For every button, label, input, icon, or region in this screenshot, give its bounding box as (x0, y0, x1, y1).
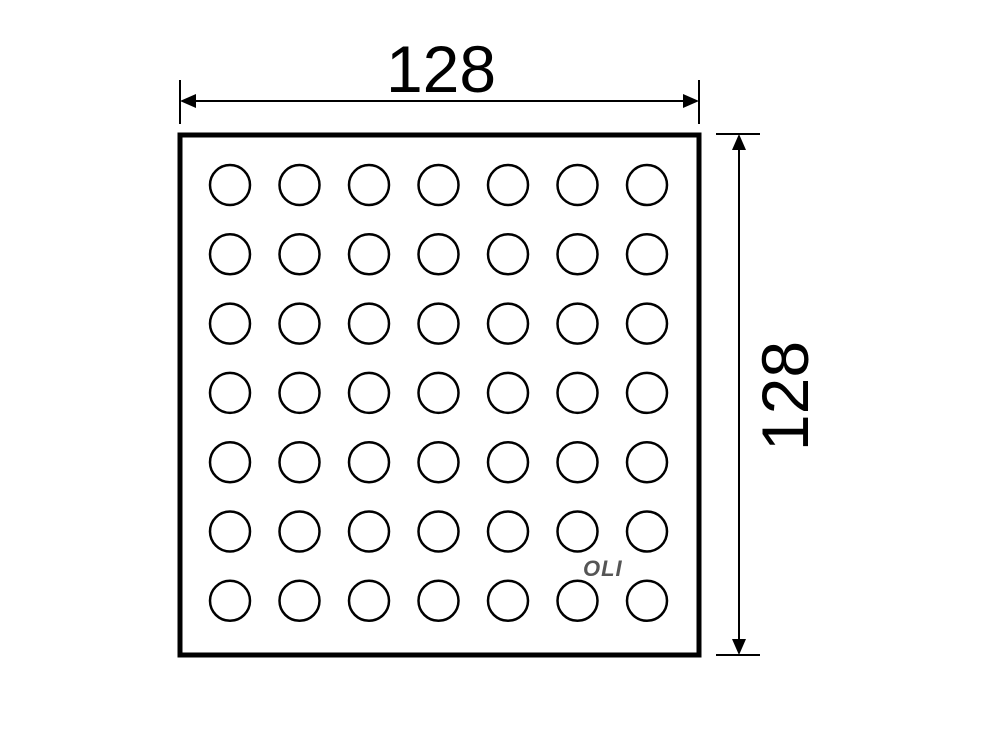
hole-circle (347, 233, 391, 276)
hole-circle (556, 579, 599, 623)
hole-circle (208, 163, 252, 207)
hole-circle (486, 371, 530, 415)
hole-circle (278, 579, 321, 623)
hole-circle (625, 233, 669, 276)
hole-circle (417, 510, 460, 553)
arrow-up-icon (732, 134, 746, 150)
width-dimension: 128 (179, 32, 700, 124)
hole-circle (347, 440, 391, 484)
hole-circle (625, 440, 669, 484)
hole-circle (417, 233, 460, 276)
plate-outline (177, 132, 702, 658)
hole-circle (417, 302, 460, 345)
hole-circle (486, 302, 530, 345)
arrow-left-icon (180, 94, 196, 108)
hole-circle (556, 163, 599, 207)
hole-circle (417, 579, 460, 623)
hole-circle (556, 371, 599, 415)
arrow-right-icon (683, 94, 699, 108)
hole-circle (208, 510, 252, 553)
arrow-down-icon (732, 639, 746, 655)
hole-circle (625, 302, 669, 345)
width-label: 128 (386, 32, 496, 106)
hole-circle (278, 510, 321, 553)
hole-circle (278, 233, 321, 276)
height-dimension: 128 (716, 133, 822, 656)
hole-circle (208, 579, 252, 623)
hole-circle (556, 440, 599, 484)
hole-circle (347, 510, 391, 553)
hole-circle (347, 163, 391, 207)
hole-circle (556, 510, 599, 553)
hole-circle (625, 579, 669, 623)
hole-circle (347, 579, 391, 623)
hole-circle (208, 440, 252, 484)
hole-circle (556, 302, 599, 345)
hole-circle (417, 163, 460, 207)
height-label: 128 (748, 341, 822, 451)
hole-circle (208, 233, 252, 276)
hole-circle (486, 510, 530, 553)
hole-circle (486, 233, 530, 276)
hole-circle (625, 163, 669, 207)
hole-circle (417, 440, 460, 484)
hole-circle (278, 302, 321, 345)
hole-circle (347, 371, 391, 415)
hole-circle (486, 440, 530, 484)
hole-circle (278, 371, 321, 415)
hole-circle (278, 163, 321, 207)
hole-circle (486, 163, 530, 207)
hole-circle (417, 371, 460, 415)
hole-circle (556, 233, 599, 276)
hole-circle (208, 371, 252, 415)
hole-circle (486, 579, 530, 623)
hole-circle (625, 510, 669, 553)
hole-circle (347, 302, 391, 345)
hole-circle (625, 371, 669, 415)
hole-grid (208, 163, 669, 623)
watermark-logo: OLI (583, 556, 623, 581)
hole-circle (278, 440, 321, 484)
hole-circle (208, 302, 252, 345)
